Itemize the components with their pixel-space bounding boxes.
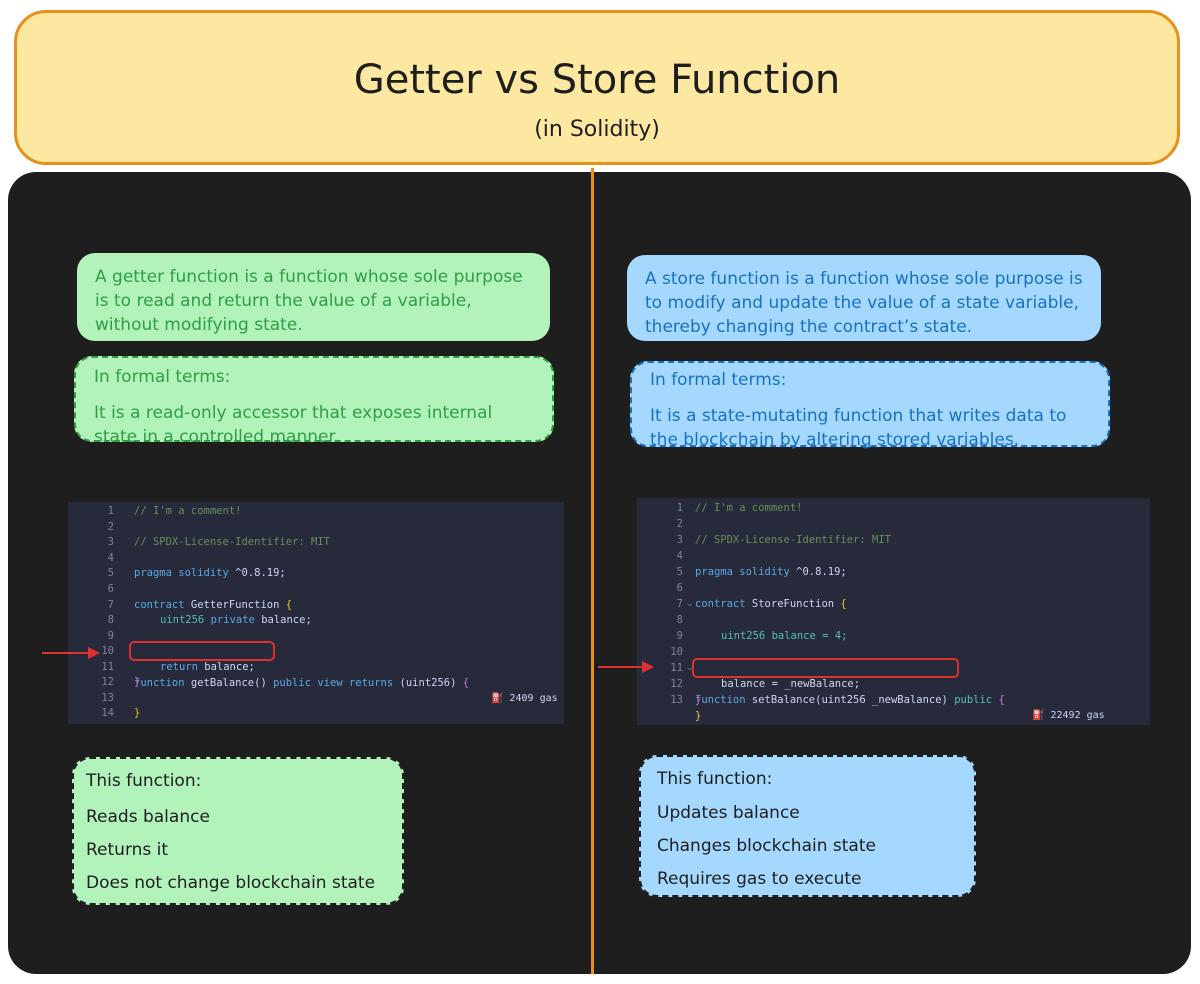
code-return-type: (uint256) [399,677,457,689]
line-number: 6 [676,582,683,594]
code-comment: // SPDX-License-Identifier: MIT [134,536,330,548]
getter-code-editor: 1 // I'm a comment! 2 3 // SPDX-License-Id… [68,502,564,724]
line-number: 9 [107,630,114,642]
line-number: 2 [107,521,114,533]
code-modifiers: public [954,694,993,706]
store-summary-item: Changes blockchain state [657,836,876,856]
line-number: 12 [670,678,683,690]
getter-summary-item: Returns it [86,840,169,860]
line-number: 7 [107,599,114,611]
code-keyword: pragma solidity [134,567,229,579]
gas-estimate: ⛽ 22492 gas [1032,710,1105,721]
line-number: 10 [101,645,114,657]
code-contract-name: StoreFunction [751,598,835,610]
code-modifiers: public view returns [273,677,394,689]
getter-summary-item: Reads balance [86,807,210,827]
gas-pump-icon: ⛽ [1032,710,1045,721]
highlight-box [129,641,275,661]
line-number: 7 [676,598,683,610]
code-version: ^0.8.19; [796,566,847,578]
highlight-box [692,658,959,678]
code-keyword: contract [134,599,185,611]
gas-estimate: ⛽ 2409 gas [491,693,558,704]
line-number: 12 [101,676,114,688]
line-number: 8 [676,614,683,626]
code-comment: // I'm a comment! [695,502,803,514]
getter-formal-text: It is a read-only accessor that exposes … [94,403,493,447]
line-number: 9 [676,630,683,642]
code-comment: // SPDX-License-Identifier: MIT [695,534,891,546]
code-return-value: balance; [204,661,255,673]
line-number: 10 [670,646,683,658]
code-var-name: balance; [261,614,312,626]
code-keyword: function [695,694,746,706]
code-type: uint256 [160,614,205,626]
store-formal-heading: In formal terms: [650,370,787,390]
red-arrow-icon [42,647,100,659]
line-number: 11 [101,661,114,673]
getter-definition-text: A getter function is a function whose so… [95,267,523,335]
line-number: 1 [107,505,114,517]
line-number: 14 [101,707,114,719]
line-number: 11 [670,662,683,674]
line-number: 13 [101,692,114,704]
line-number: 3 [107,536,114,548]
code-keyword: contract [695,598,746,610]
line-number: 1 [676,502,683,514]
code-contract-name: GetterFunction [190,599,280,611]
getter-summary-item: Does not change blockchain state [86,873,376,893]
line-number: 2 [676,518,683,530]
store-summary-item: Updates balance [657,803,800,823]
code-keyword: pragma solidity [695,566,790,578]
getter-summary-box: This function: Reads balance Returns it … [72,757,404,905]
line-number: 3 [676,534,683,546]
code-comment: // I'm a comment! [134,505,242,517]
page-title: Getter vs Store Function [353,57,841,103]
store-formal-box: In formal terms: It is a state-mutating … [630,361,1110,450]
column-divider [591,168,594,974]
line-number: 6 [107,583,114,595]
line-number: 5 [676,566,683,578]
page-subtitle: (in Solidity) [534,117,660,142]
store-formal-text: It is a state-mutating function that wri… [650,406,1067,450]
line-number: 4 [676,550,683,562]
line-number: 8 [107,614,114,626]
store-summary-box: This function: Updates balance Changes b… [639,755,976,897]
code-function-signature: setBalance(uint256 _newBalance) [751,694,948,706]
line-number: 13 [670,694,683,706]
gas-pump-icon: ⛽ [491,693,504,704]
store-summary-item: Requires gas to execute [657,869,862,889]
store-summary-heading: This function: [657,769,773,789]
code-keyword: function [134,677,185,689]
getter-formal-box: In formal terms: It is a read-only acces… [74,356,554,447]
getter-formal-heading: In formal terms: [94,367,231,387]
store-code-editor: 1 // I'm a comment! 2 3 // SPDX-License-Id… [637,498,1150,725]
getter-definition-box: A getter function is a function whose so… [77,253,550,341]
code-state-variable: uint256 balance = 4; [721,630,848,642]
red-arrow-icon [598,661,654,673]
code-version: ^0.8.19; [235,567,286,579]
store-definition-text: A store function is a function whose sol… [645,269,1083,337]
code-keyword: return [160,661,198,673]
fold-chevron-icon[interactable]: ⌵ [687,599,693,609]
title-banner: Getter vs Store Function (in Solidity) [14,10,1180,165]
code-visibility: private [210,614,255,626]
store-definition-box: A store function is a function whose sol… [627,255,1101,341]
fold-chevron-icon[interactable]: ⌵ [687,663,693,673]
code-function-name: getBalance() [190,677,267,689]
code-assignment: balance = _newBalance; [721,678,861,690]
line-number: 4 [107,552,114,564]
getter-summary-heading: This function: [86,771,202,791]
line-number: 5 [107,567,114,579]
